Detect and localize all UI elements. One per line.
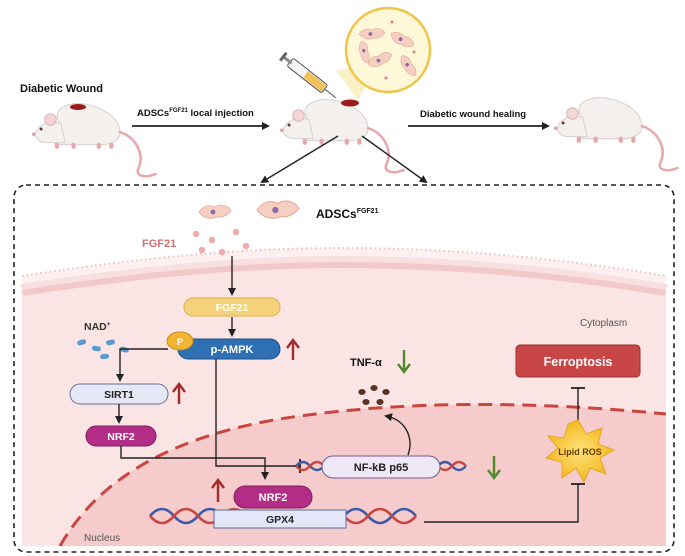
p-ampk-up-arrow (286, 338, 300, 360)
arrow-pampk-to-sirt1 (116, 348, 168, 382)
arrow-nrf2-to-nucleus (120, 446, 269, 480)
nucleus-label: Nucleus (84, 533, 120, 544)
ferroptosis-node (515, 344, 641, 378)
healing-label: Diabetic wound healing (420, 109, 526, 120)
gpx4-node (213, 509, 347, 529)
nrf2-nuc-label: NRF2 (259, 492, 288, 504)
syringe-icon (279, 51, 337, 99)
cell-panel-border (13, 184, 675, 553)
nad-label: NAD+ (84, 321, 111, 333)
p-ampk-label: p-AMPK (211, 344, 254, 356)
nad-molecules (77, 339, 129, 360)
zoom-arrow-right (361, 135, 428, 184)
arrow-nfkb-to-tnf (384, 413, 411, 456)
inhibit-pampk-to-nfkb (215, 359, 300, 467)
nrf2-up-arrow (211, 478, 225, 502)
nfkb-node (321, 455, 441, 479)
mouse-diabetic-wound (30, 102, 157, 178)
sirt1-up-arrow (172, 382, 186, 404)
adscs-label: ADSCsFGF21 (316, 207, 379, 221)
nrf2-cyto-label: NRF2 (107, 431, 135, 443)
inhibit-gpx4-to-ros (424, 484, 579, 523)
sirt1-label: SIRT1 (104, 389, 134, 401)
lipid-ros-burst (544, 419, 616, 484)
zoom-arrow-left (260, 135, 339, 184)
diabetic-wound-label: Diabetic Wound (20, 83, 103, 95)
fgf21-particles (192, 228, 250, 256)
ferroptosis-label: Ferroptosis (544, 355, 613, 369)
tnf-down-arrow (397, 350, 411, 374)
fgf21-receptor-label: FGF21 (216, 302, 249, 314)
tnf-molecules (358, 385, 390, 405)
adsc-culture-inset (336, 6, 432, 100)
gpx4-label: GPX4 (266, 514, 294, 526)
nfkb-dna-strand (295, 460, 467, 472)
phospho-label: P (177, 337, 183, 347)
nrf2-nuc-node (233, 485, 313, 509)
phospho-badge (166, 331, 194, 351)
mouse-injected (278, 98, 405, 174)
mouse-healed (552, 96, 679, 172)
tnf-label: TNF-α (350, 357, 382, 369)
fgf21-secreted-label: FGF21 (142, 238, 176, 250)
nfkb-label: NF-kB p65 (354, 462, 408, 474)
cytoplasm-label: Cytoplasm (580, 318, 627, 329)
fgf21-receptor-node (183, 297, 281, 317)
adscs-cell-icons (198, 200, 300, 219)
lipid-ros-label: Lipid ROS (558, 447, 602, 457)
nfkb-down-arrow (487, 456, 501, 480)
injection-label: ADSCsFGF21 local injection (137, 108, 254, 119)
